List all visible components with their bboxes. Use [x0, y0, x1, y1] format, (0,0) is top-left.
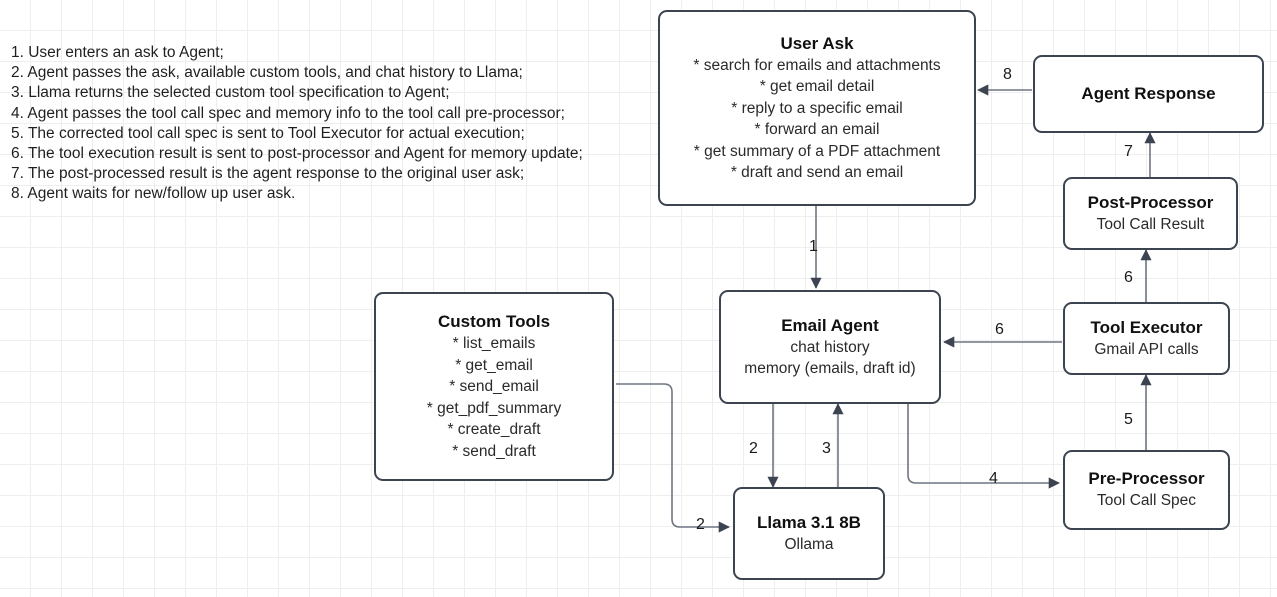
- edge-2b-path: [616, 383, 730, 533]
- edge-label-6a: 6: [995, 321, 1004, 338]
- node-email-agent-line-2: memory (emails, draft id): [744, 360, 916, 377]
- node-tool-executor[interactable]: Tool Executor Gmail API calls: [1063, 302, 1230, 375]
- edge-label-5: 5: [1124, 411, 1133, 428]
- edge-label-2a: 2: [749, 440, 758, 457]
- process-step-8: 8. Agent waits for new/follow up user as…: [11, 185, 296, 203]
- node-user-ask-line-4: * forward an email: [754, 121, 880, 138]
- node-llama[interactable]: Llama 3.1 8B Ollama: [733, 487, 885, 580]
- node-user-ask-line-5: * get summary of a PDF attachment: [693, 142, 941, 160]
- node-custom-tools-line-2: * get_email: [455, 356, 533, 374]
- process-step-1: 1. User enters an ask to Agent;: [11, 44, 224, 61]
- node-pre-processor-title: Pre-Processor: [1088, 469, 1205, 489]
- edge-label-7: 7: [1124, 143, 1133, 160]
- node-user-ask[interactable]: User Ask * search for emails and attachm…: [658, 10, 976, 206]
- node-custom-tools-line-1: * list_emails: [452, 335, 536, 352]
- process-step-3: 3. Llama returns the selected custom too…: [11, 84, 450, 102]
- process-step-6: 6. The tool execution result is sent to …: [11, 145, 583, 163]
- edge-label-2b: 2: [696, 516, 705, 533]
- node-pre-processor[interactable]: Pre-Processor Tool Call Spec: [1063, 450, 1230, 530]
- node-pre-processor-line-1: Tool Call Spec: [1096, 492, 1197, 510]
- process-step-5: 5. The corrected tool call spec is sent …: [11, 124, 525, 142]
- node-custom-tools[interactable]: Custom Tools * list_emails * get_email *…: [374, 292, 614, 481]
- node-post-processor-title: Post-Processor: [1087, 192, 1214, 212]
- node-llama-line-1: Ollama: [784, 535, 834, 553]
- edge-label-3: 3: [822, 440, 831, 457]
- node-custom-tools-line-6: * send_draft: [452, 442, 536, 460]
- edge-label-4: 4: [989, 470, 998, 487]
- node-custom-tools-line-5: * create_draft: [447, 421, 541, 438]
- edge-4-path: [907, 404, 1060, 489]
- process-step-7: 7. The post-processed result is the agen…: [11, 165, 525, 183]
- node-agent-response-title: Agent Response: [1081, 84, 1216, 103]
- node-tool-executor-line-1: Gmail API calls: [1094, 340, 1199, 358]
- node-user-ask-line-6: * draft and send an email: [730, 164, 904, 181]
- node-email-agent[interactable]: Email Agent chat history memory (emails,…: [719, 290, 941, 404]
- node-user-ask-title: User Ask: [780, 33, 854, 53]
- node-user-ask-line-1: * search for emails and attachments: [693, 56, 941, 74]
- node-llama-title: Llama 3.1 8B: [757, 512, 861, 532]
- process-steps-legend: 1. User enters an ask to Agent; 2. Agent…: [11, 43, 651, 205]
- node-user-ask-lines: * search for emails and attachments * ge…: [693, 55, 940, 184]
- node-email-agent-lines: chat history memory (emails, draft id): [744, 337, 915, 380]
- node-post-processor-line-1: Tool Call Result: [1096, 215, 1205, 233]
- edge-label-1: 1: [809, 238, 818, 255]
- node-custom-tools-title: Custom Tools: [437, 312, 551, 331]
- node-post-processor[interactable]: Post-Processor Tool Call Result: [1063, 177, 1238, 250]
- node-email-agent-line-1: chat history: [790, 338, 870, 356]
- node-custom-tools-line-4: * get_pdf_summary: [426, 399, 562, 417]
- node-email-agent-title: Email Agent: [781, 315, 879, 335]
- node-agent-response[interactable]: Agent Response: [1033, 55, 1264, 133]
- process-step-4: 4. Agent passes the tool call spec and m…: [11, 104, 565, 122]
- edge-label-8: 8: [1003, 66, 1012, 83]
- node-tool-executor-title: Tool Executor: [1090, 317, 1203, 337]
- edge-label-6b: 6: [1124, 269, 1133, 286]
- node-user-ask-line-3: * reply to a specific email: [731, 99, 903, 117]
- node-custom-tools-lines: * list_emails * get_email * send_email *…: [427, 333, 561, 462]
- node-custom-tools-line-3: * send_email: [449, 378, 539, 395]
- node-user-ask-line-2: * get email detail: [759, 78, 875, 95]
- process-step-2: 2. Agent passes the ask, available custo…: [11, 64, 523, 82]
